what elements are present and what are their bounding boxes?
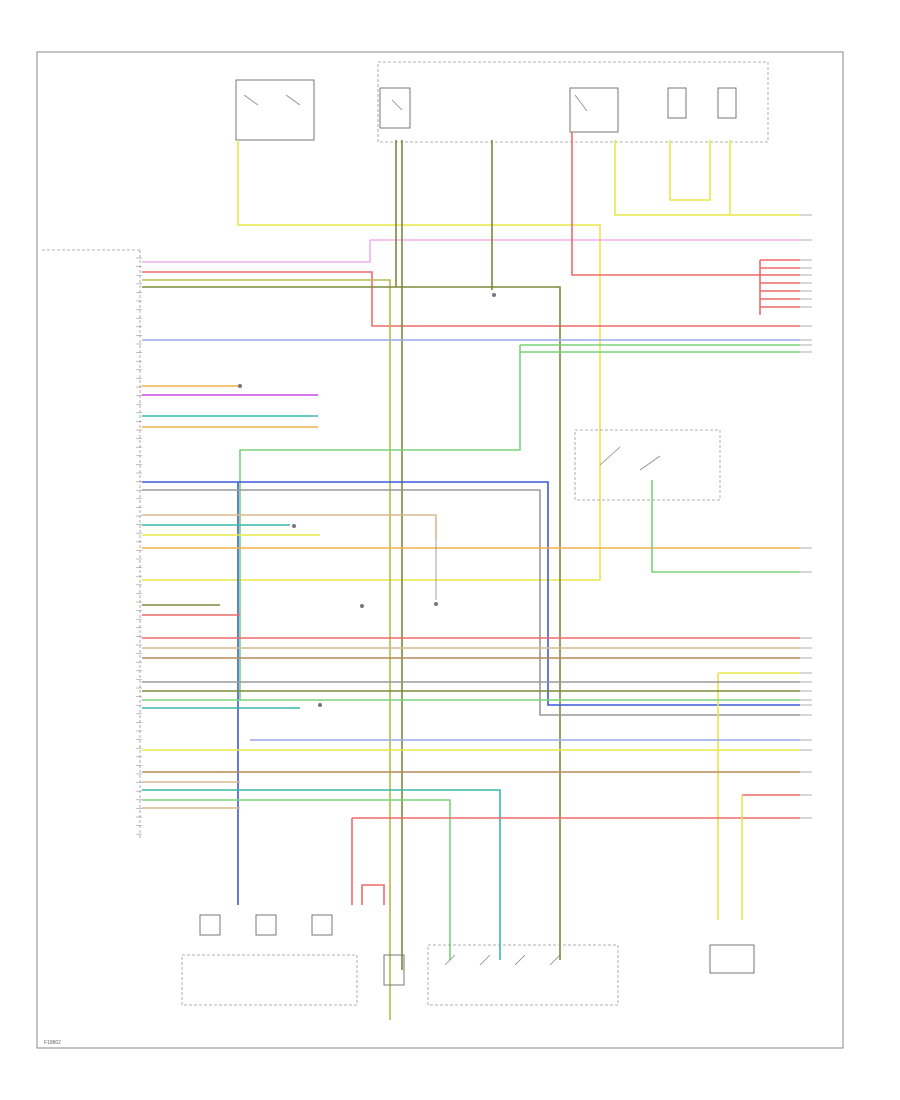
temp-sensor	[709, 944, 755, 974]
wire-tan-1	[142, 514, 437, 540]
wire-red-left	[142, 271, 800, 327]
fuse-block-left	[235, 79, 315, 141]
pin-ticks	[136, 257, 142, 835]
top-fuse-area	[235, 61, 769, 143]
coil-1	[199, 914, 221, 936]
ignition-coils	[181, 914, 358, 1006]
pcm-connector	[42, 249, 142, 840]
wire-green-mid	[651, 480, 800, 573]
diagram-frame	[36, 51, 844, 1049]
wire-olive-1	[142, 279, 391, 1020]
splice-node3	[238, 384, 242, 388]
wire-teal-low2	[142, 789, 501, 960]
splice-node	[292, 524, 296, 528]
relay-center	[379, 87, 411, 129]
relay-right	[569, 87, 619, 133]
right-connector-ticks	[800, 214, 812, 819]
transmission-range-sensor	[427, 944, 619, 1006]
trs-contacts	[444, 954, 561, 966]
wire-yellow-top-right2	[669, 140, 711, 201]
wire-blue-1	[142, 481, 800, 706]
wire-green-2	[239, 345, 521, 700]
coil-3	[311, 914, 333, 936]
wire-darkgreen-2	[396, 286, 561, 960]
page-code: F18802	[44, 1040, 61, 1046]
switch-box	[574, 429, 721, 501]
bottom-components	[181, 914, 755, 1006]
center-connector	[383, 954, 405, 986]
hot-at-all-times-box	[377, 61, 769, 143]
wire-red-loop	[361, 884, 385, 905]
wire-red-trunk	[571, 132, 800, 276]
mid-components	[238, 293, 721, 707]
wire-yellow-top-left	[142, 140, 601, 581]
coil-2	[255, 914, 277, 936]
wire-gray-1	[142, 489, 800, 716]
wire-green-low2	[142, 799, 451, 960]
wire-yellow-top-right	[614, 140, 800, 216]
sensor-node	[434, 602, 438, 606]
fuse-right-a	[667, 87, 687, 119]
fuse-right-b	[717, 87, 737, 119]
coil-pack-housing	[181, 954, 358, 1006]
wire-pink-vert	[142, 240, 371, 263]
splice-node2	[492, 293, 496, 297]
switch-contacts	[599, 446, 661, 471]
wires	[142, 132, 800, 1020]
switch-symbols	[243, 94, 588, 112]
wire-darkgreen-1	[142, 140, 397, 288]
splice-node4	[318, 703, 322, 707]
sensor-node2	[360, 604, 364, 608]
